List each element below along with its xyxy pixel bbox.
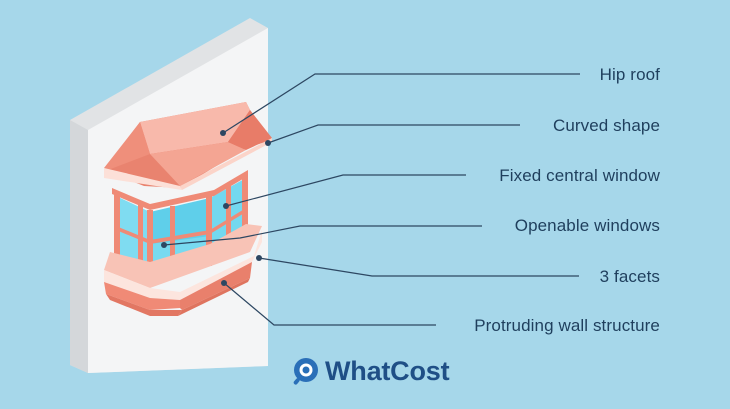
brand-name: WhatCost <box>325 355 450 386</box>
label-hip-roof: Hip roof <box>599 65 660 84</box>
leader-lines <box>163 73 580 326</box>
label-openable-windows: Openable windows <box>514 216 660 235</box>
label-fixed-central-window: Fixed central window <box>499 166 660 185</box>
label-curved-shape: Curved shape <box>552 116 660 135</box>
hip-roof <box>104 102 272 190</box>
window-frames <box>112 170 248 284</box>
label-protruding-wall-structure: Protruding wall structure <box>474 316 660 335</box>
label-three-facets: 3 facets <box>599 267 660 286</box>
brand-logo: WhatCost <box>291 355 450 386</box>
leader-dots <box>161 130 271 286</box>
magnifier-logo-icon <box>293 358 318 385</box>
